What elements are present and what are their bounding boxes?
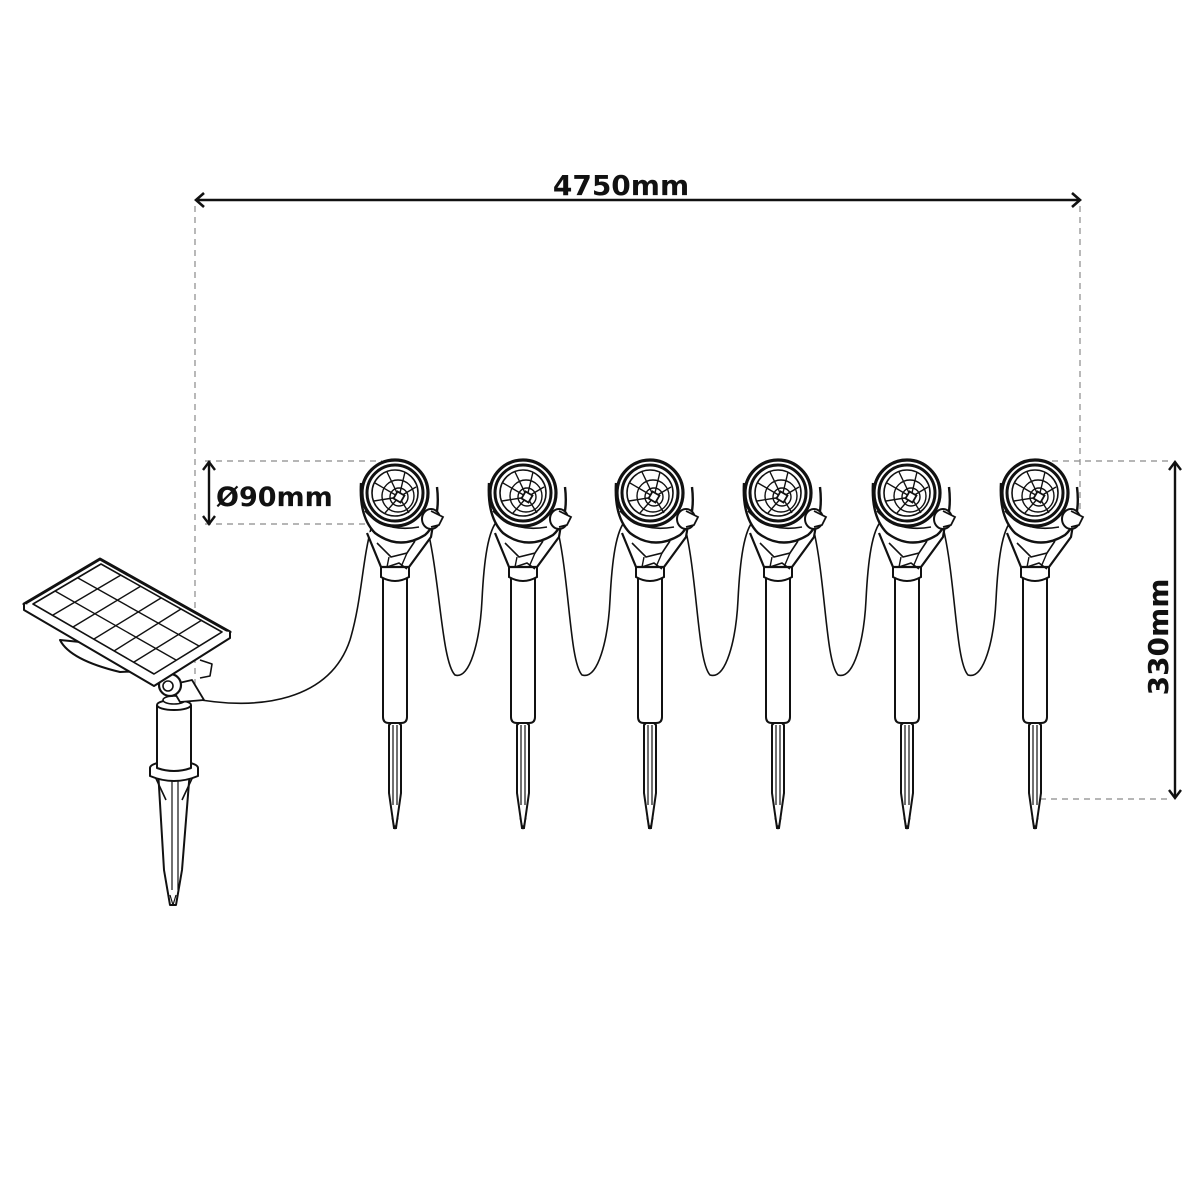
- spotlight-2: [487, 458, 573, 830]
- arrowhead-right-icon: [1071, 192, 1082, 208]
- spotlight-height-dimension: 330mm: [1142, 460, 1182, 800]
- arrowhead-down-icon: [1168, 789, 1182, 800]
- spotlight-5: [871, 458, 957, 830]
- connecting-cables: [189, 509, 1013, 705]
- head-diameter-dimension: Ø90mm: [202, 460, 333, 526]
- arrowhead-down-icon: [202, 515, 216, 526]
- solar-panel-unit: [22, 557, 232, 906]
- arrowhead-up-icon: [1168, 460, 1182, 471]
- spotlight-3: [614, 458, 700, 830]
- spotlight-6: [999, 458, 1085, 830]
- spotlight-1: [359, 458, 445, 830]
- total-length-dimension: 4750mm: [194, 169, 1082, 208]
- spotlight-4: [742, 458, 828, 830]
- total-length-label: 4750mm: [553, 169, 689, 202]
- spotlight-height-label: 330mm: [1142, 579, 1175, 696]
- arrowhead-up-icon: [202, 460, 216, 471]
- head-diameter-label: Ø90mm: [216, 482, 333, 513]
- solar-cell-grid: [32, 563, 223, 675]
- arrowhead-left-icon: [194, 192, 205, 208]
